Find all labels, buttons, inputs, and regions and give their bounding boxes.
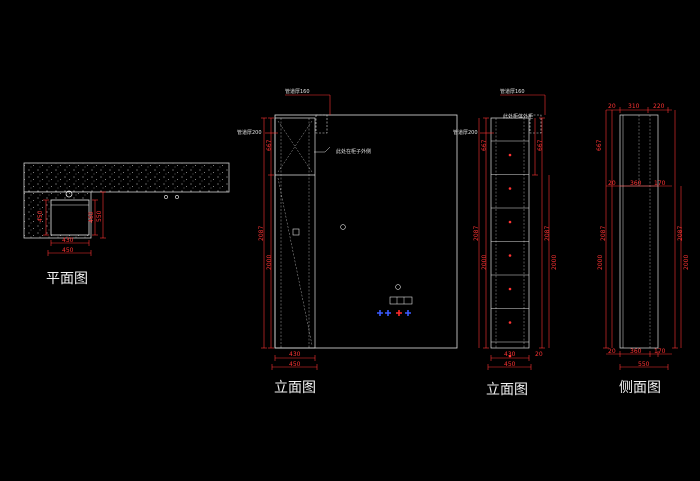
shelf-marker — [508, 321, 512, 324]
front-pipe-box — [315, 114, 328, 134]
front-outlet-circle — [340, 224, 346, 230]
plan-faucet-circle — [175, 195, 179, 199]
shelf-elevation-view — [478, 94, 550, 370]
shelf-marker — [508, 354, 512, 358]
shelf-boards — [491, 140, 529, 343]
side-dim-top-1: 20 — [608, 103, 616, 110]
front-control-panel — [389, 296, 413, 305]
front-valve-symbols — [377, 310, 411, 316]
side-cabinet-outline — [619, 114, 659, 349]
side-view — [603, 107, 682, 370]
shelf-markers — [508, 153, 512, 358]
front-elevation-view — [261, 94, 458, 370]
side-dim-bot-1: 20 — [608, 348, 616, 355]
plan-dim-side: 450 — [37, 210, 44, 222]
shelf-note-pipe-right: 此处柜体外柜 — [503, 114, 534, 120]
shelf-pipe-box — [529, 114, 542, 134]
plan-fixture-circle — [65, 190, 73, 198]
shelf-dim-bottom-2: 450 — [504, 361, 516, 368]
shelf-marker — [508, 220, 512, 224]
front-dim-top: 667 — [266, 139, 273, 151]
side-dim-left-mid: 2087 — [600, 225, 607, 241]
shelf-dim-bottom-side: 20 — [535, 351, 543, 358]
shelf-marker — [508, 287, 512, 291]
plan-cabinet-box — [50, 199, 90, 236]
front-dim-bottom-2: 450 — [289, 361, 301, 368]
side-dim-bot-2: 360 — [630, 348, 642, 355]
shelf-note-pipe-top: 管道厚160 — [500, 89, 525, 95]
plan-dim-bottom-2: 450 — [62, 247, 74, 254]
shelf-dim-bottom-1: 430 — [504, 351, 516, 358]
shelf-marker — [508, 254, 512, 257]
shelf-cabinet-outline — [490, 117, 530, 349]
side-dim-mid-3: 170 — [654, 180, 666, 187]
front-switch-box — [292, 228, 300, 236]
side-view-caption: 侧面图 — [619, 380, 661, 396]
front-dim-bottom-1: 430 — [289, 351, 301, 358]
plan-dim-right-1: 460 — [88, 211, 95, 223]
shelf-dim-left-mid: 2087 — [473, 225, 480, 241]
side-dim-top-2: 310 — [628, 103, 640, 110]
side-dim-bot-3: 170 — [654, 348, 666, 355]
plan-dim-right-2: 550 — [96, 210, 103, 222]
front-note-pipe-top: 管道厚160 — [285, 89, 310, 95]
shelf-marker — [508, 153, 512, 157]
side-dim-left-top: 667 — [596, 139, 603, 151]
front-note-pipe-left: 管道厚200 — [237, 130, 262, 136]
side-dim-left-inner: 2000 — [597, 254, 604, 270]
side-dim-top-3: 220 — [653, 103, 665, 110]
front-note-pipe-right: 此处在柜子外侧 — [336, 149, 372, 155]
front-outlet-circle — [395, 284, 401, 290]
shelf-dim-left-top: 667 — [481, 139, 488, 151]
front-dim-bottom-inner: 2000 — [266, 254, 273, 270]
shelf-elevation-caption: 立面图 — [486, 382, 528, 398]
plan-dim-bottom-1: 430 — [62, 237, 74, 244]
shelf-dim-right-mid: 2087 — [544, 225, 551, 241]
shelf-dim-right-top: 667 — [537, 139, 544, 151]
shelf-dim-right-inner: 2000 — [551, 254, 558, 270]
shelf-dim-left-inner: 2000 — [481, 254, 488, 270]
side-dim-right-mid: 2087 — [677, 225, 684, 241]
side-dim-right-inner: 2000 — [683, 254, 690, 270]
shelf-marker — [508, 187, 512, 190]
plan-faucet-circle — [164, 195, 168, 199]
side-dim-bottom-total: 550 — [638, 361, 650, 368]
front-tall-cabinet — [274, 117, 316, 349]
shelf-note-pipe-left: 管道厚200 — [453, 130, 478, 136]
plan-countertop — [23, 162, 230, 193]
side-dim-mid-1: 20 — [608, 180, 616, 187]
front-elevation-caption: 立面图 — [274, 380, 316, 396]
plan-view-caption: 平面图 — [46, 271, 88, 287]
plan-view — [23, 162, 230, 256]
side-dim-mid-2: 360 — [630, 180, 642, 187]
front-dim-middle: 2087 — [258, 225, 265, 241]
